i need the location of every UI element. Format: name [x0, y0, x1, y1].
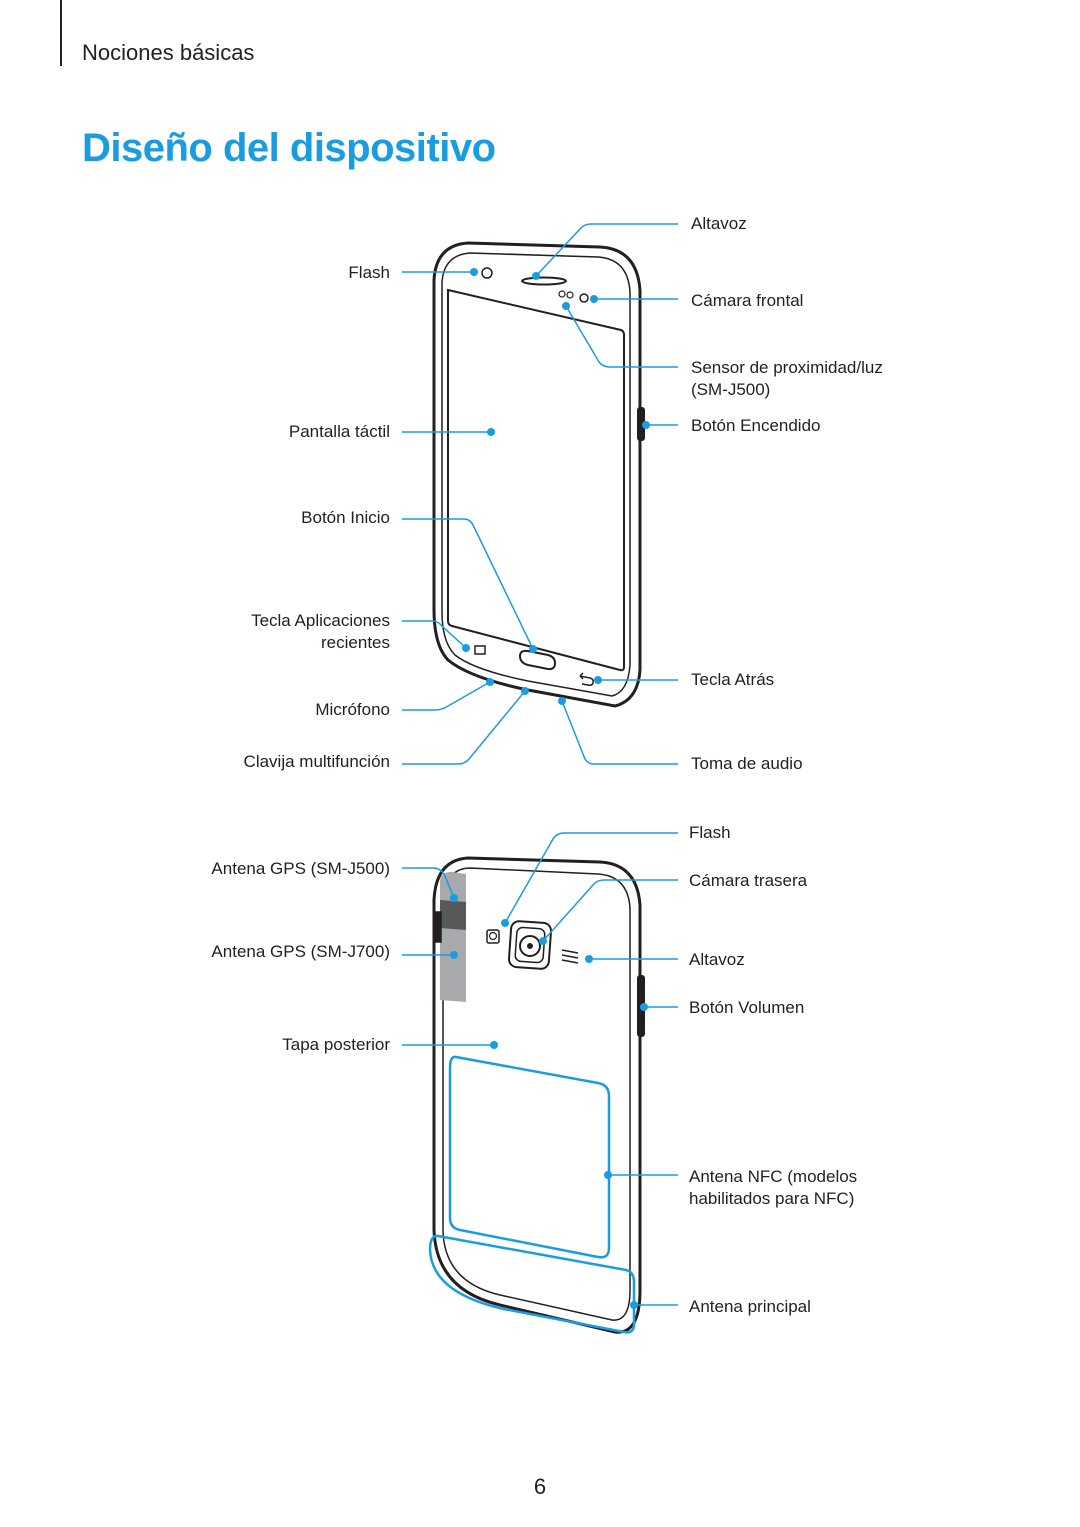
label-flash-back: Flash — [689, 823, 731, 842]
label-microphone: Micrófono — [315, 700, 390, 719]
front-camera-icon — [579, 293, 589, 303]
back-device — [432, 856, 645, 1334]
main-antenna-outline — [428, 1234, 636, 1334]
label-gps-antenna-j500: Antena GPS (SM-J500) — [211, 859, 390, 878]
front-screen — [447, 288, 625, 672]
label-nfc-antenna-line1: Antena NFC (modelos — [689, 1167, 858, 1186]
page-number: 6 — [533, 1474, 547, 1499]
label-power-button: Botón Encendido — [691, 416, 821, 435]
rear-camera-inner — [514, 926, 546, 964]
back-callouts — [402, 832, 678, 1306]
rear-flash-inner — [488, 931, 498, 941]
label-proximity-sensor-line2: (SM-J500) — [691, 380, 771, 399]
label-recents-key-line1: Tecla Aplicaciones — [251, 611, 390, 630]
home-button-shape — [518, 649, 557, 671]
gps-antenna-area — [440, 872, 466, 1002]
left-side-key — [435, 911, 442, 943]
front-callouts — [402, 223, 678, 765]
section-rule — [60, 0, 62, 66]
rear-camera-housing — [507, 920, 553, 970]
label-recents-key-line2: recientes — [321, 633, 390, 652]
rear-flash-icon — [486, 929, 500, 944]
gps-antenna-j500-area — [440, 900, 466, 930]
label-nfc-antenna-line2: habilitados para NFC) — [689, 1189, 855, 1208]
front-body-inner — [441, 252, 631, 697]
sensor-dot-1 — [558, 290, 566, 298]
label-speaker-front: Altavoz — [691, 214, 747, 233]
rear-camera-center — [527, 943, 533, 949]
section-label: Nociones básicas — [82, 40, 255, 65]
front-body-outline — [432, 241, 642, 708]
label-back-key: Tecla Atrás — [691, 670, 775, 689]
label-multipurpose-jack: Clavija multifunción — [243, 752, 390, 771]
recents-key-icon — [474, 645, 486, 655]
rear-speaker-grille — [561, 949, 579, 964]
label-back-cover: Tapa posterior — [282, 1035, 390, 1054]
label-main-antenna: Antena principal — [689, 1297, 811, 1316]
back-key-icon — [579, 672, 594, 686]
label-rear-camera: Cámara trasera — [689, 871, 808, 890]
label-speaker-back: Altavoz — [689, 950, 745, 969]
label-volume-button: Botón Volumen — [689, 998, 805, 1017]
front-device — [432, 241, 645, 708]
front-callout-dots — [462, 268, 650, 705]
back-body-inner — [442, 867, 631, 1321]
nfc-antenna-outline — [448, 1055, 611, 1259]
back-body-outline — [432, 856, 642, 1334]
sensor-dot-2 — [566, 291, 574, 299]
speaker-grille — [521, 276, 567, 286]
page-title: Diseño del dispositivo — [82, 126, 496, 170]
rear-camera-lens — [519, 935, 541, 957]
flash-icon — [481, 267, 493, 279]
label-gps-antenna-j700: Antena GPS (SM-J700) — [211, 942, 390, 961]
label-front-camera: Cámara frontal — [691, 291, 804, 310]
label-headset-jack: Toma de audio — [691, 754, 803, 773]
back-callout-dots — [450, 894, 648, 1309]
label-touchscreen: Pantalla táctil — [288, 422, 390, 441]
label-flash-front: Flash — [348, 263, 390, 282]
label-home-button: Botón Inicio — [301, 508, 390, 527]
label-proximity-sensor-line1: Sensor de proximidad/luz — [691, 358, 883, 377]
